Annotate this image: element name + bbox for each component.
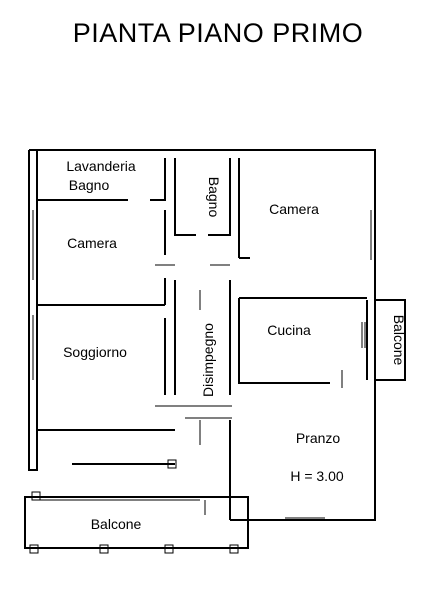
label-soggiorno: Soggiorno: [63, 344, 127, 360]
balcony-right: [361, 299, 406, 381]
label-bagno: Bagno: [206, 177, 222, 218]
label-height: H = 3.00: [290, 468, 344, 484]
label-camera-left: Camera: [67, 235, 117, 251]
label-balcone-bottom: Balcone: [91, 516, 142, 532]
balcony-bottom: [24, 491, 249, 554]
label-balcone-right: Balcone: [391, 315, 407, 366]
label-cucina: Cucina: [267, 322, 311, 338]
label-lavanderia: Lavanderia: [66, 158, 135, 174]
outer-walls: [28, 149, 376, 521]
plan-title: PIANTA PIANO PRIMO: [72, 18, 364, 48]
label-disimpegno: Disimpegno: [200, 323, 216, 397]
label-camera-right: Camera: [269, 201, 319, 217]
interior-walls: [37, 158, 367, 520]
label-lavanderia-bagno: Bagno: [69, 177, 110, 193]
label-pranzo: Pranzo: [296, 430, 341, 446]
